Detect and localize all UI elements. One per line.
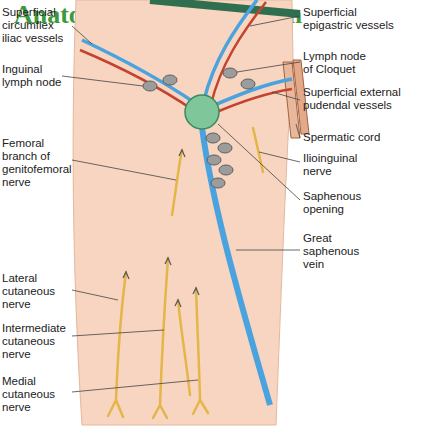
lymph-node [218, 143, 232, 153]
arrow-tip [165, 258, 171, 265]
epigastric-vein [204, 0, 257, 100]
part-label: Superficial epigastric vessels [303, 6, 403, 32]
arrow-tip [123, 272, 129, 279]
ilioinguinal-nerve [253, 128, 263, 172]
lymph-node [206, 133, 220, 143]
lymph-node [211, 178, 225, 188]
leader-line [259, 152, 300, 162]
part-label: Ilioinguinal nerve [303, 152, 375, 178]
part-label: Saphenous opening [303, 190, 375, 216]
leader-line [62, 76, 143, 86]
part-label: Superficial circumflex iliac vessels [2, 6, 74, 45]
part-label: Spermatic cord [303, 131, 413, 144]
lymph-nodes [143, 68, 255, 188]
circumflex-vein [82, 40, 195, 103]
leader-line [72, 26, 92, 44]
leader-line [272, 92, 300, 100]
lateral-nerve [108, 272, 126, 417]
part-label: Femoral branch of genitofemoral nerve [2, 137, 80, 189]
intermediate-nerve [153, 258, 168, 418]
great-saphenous-vein [200, 112, 270, 405]
leader-line [236, 250, 300, 251]
lymph-node [207, 155, 221, 165]
leader-line [296, 124, 300, 138]
leader-line [72, 330, 164, 336]
lymph-node [219, 165, 233, 175]
femoral-branch-nerve [172, 150, 182, 215]
lymph-node [241, 79, 255, 89]
part-label: Superficial external pudendal vessels [303, 86, 403, 112]
leader-line [250, 16, 300, 26]
nerve-arrows [123, 150, 199, 307]
part-label: Medial cutaneous nerve [2, 375, 66, 414]
medial-nerve [193, 288, 208, 414]
part-label: Great saphenous vein [303, 232, 365, 271]
arrow-tip [179, 150, 185, 157]
leader-lines [62, 16, 300, 392]
part-label: Lateral cutaneous nerve [2, 272, 66, 311]
lymph-node [223, 68, 237, 78]
inguinal-band [150, 0, 300, 14]
veins [82, 0, 292, 405]
lymph-node [143, 81, 157, 91]
leader-line [72, 290, 118, 300]
leader-line [218, 124, 300, 200]
saphenous-opening [185, 95, 219, 129]
leader-line [237, 62, 300, 72]
thigh-skin [73, 0, 293, 425]
leader-line [72, 380, 198, 392]
part-label: Intermediate cutaneous nerve [2, 322, 76, 361]
part-label: Lymph node of Cloquet [303, 50, 373, 76]
leader-line [72, 160, 176, 180]
arrow-tip [193, 288, 199, 295]
arteries [80, 2, 292, 114]
lymph-node [163, 75, 177, 85]
part-label: Inguinal lymph node [2, 63, 66, 89]
arrow-tip [175, 300, 181, 307]
pudendal-vein [210, 79, 292, 107]
